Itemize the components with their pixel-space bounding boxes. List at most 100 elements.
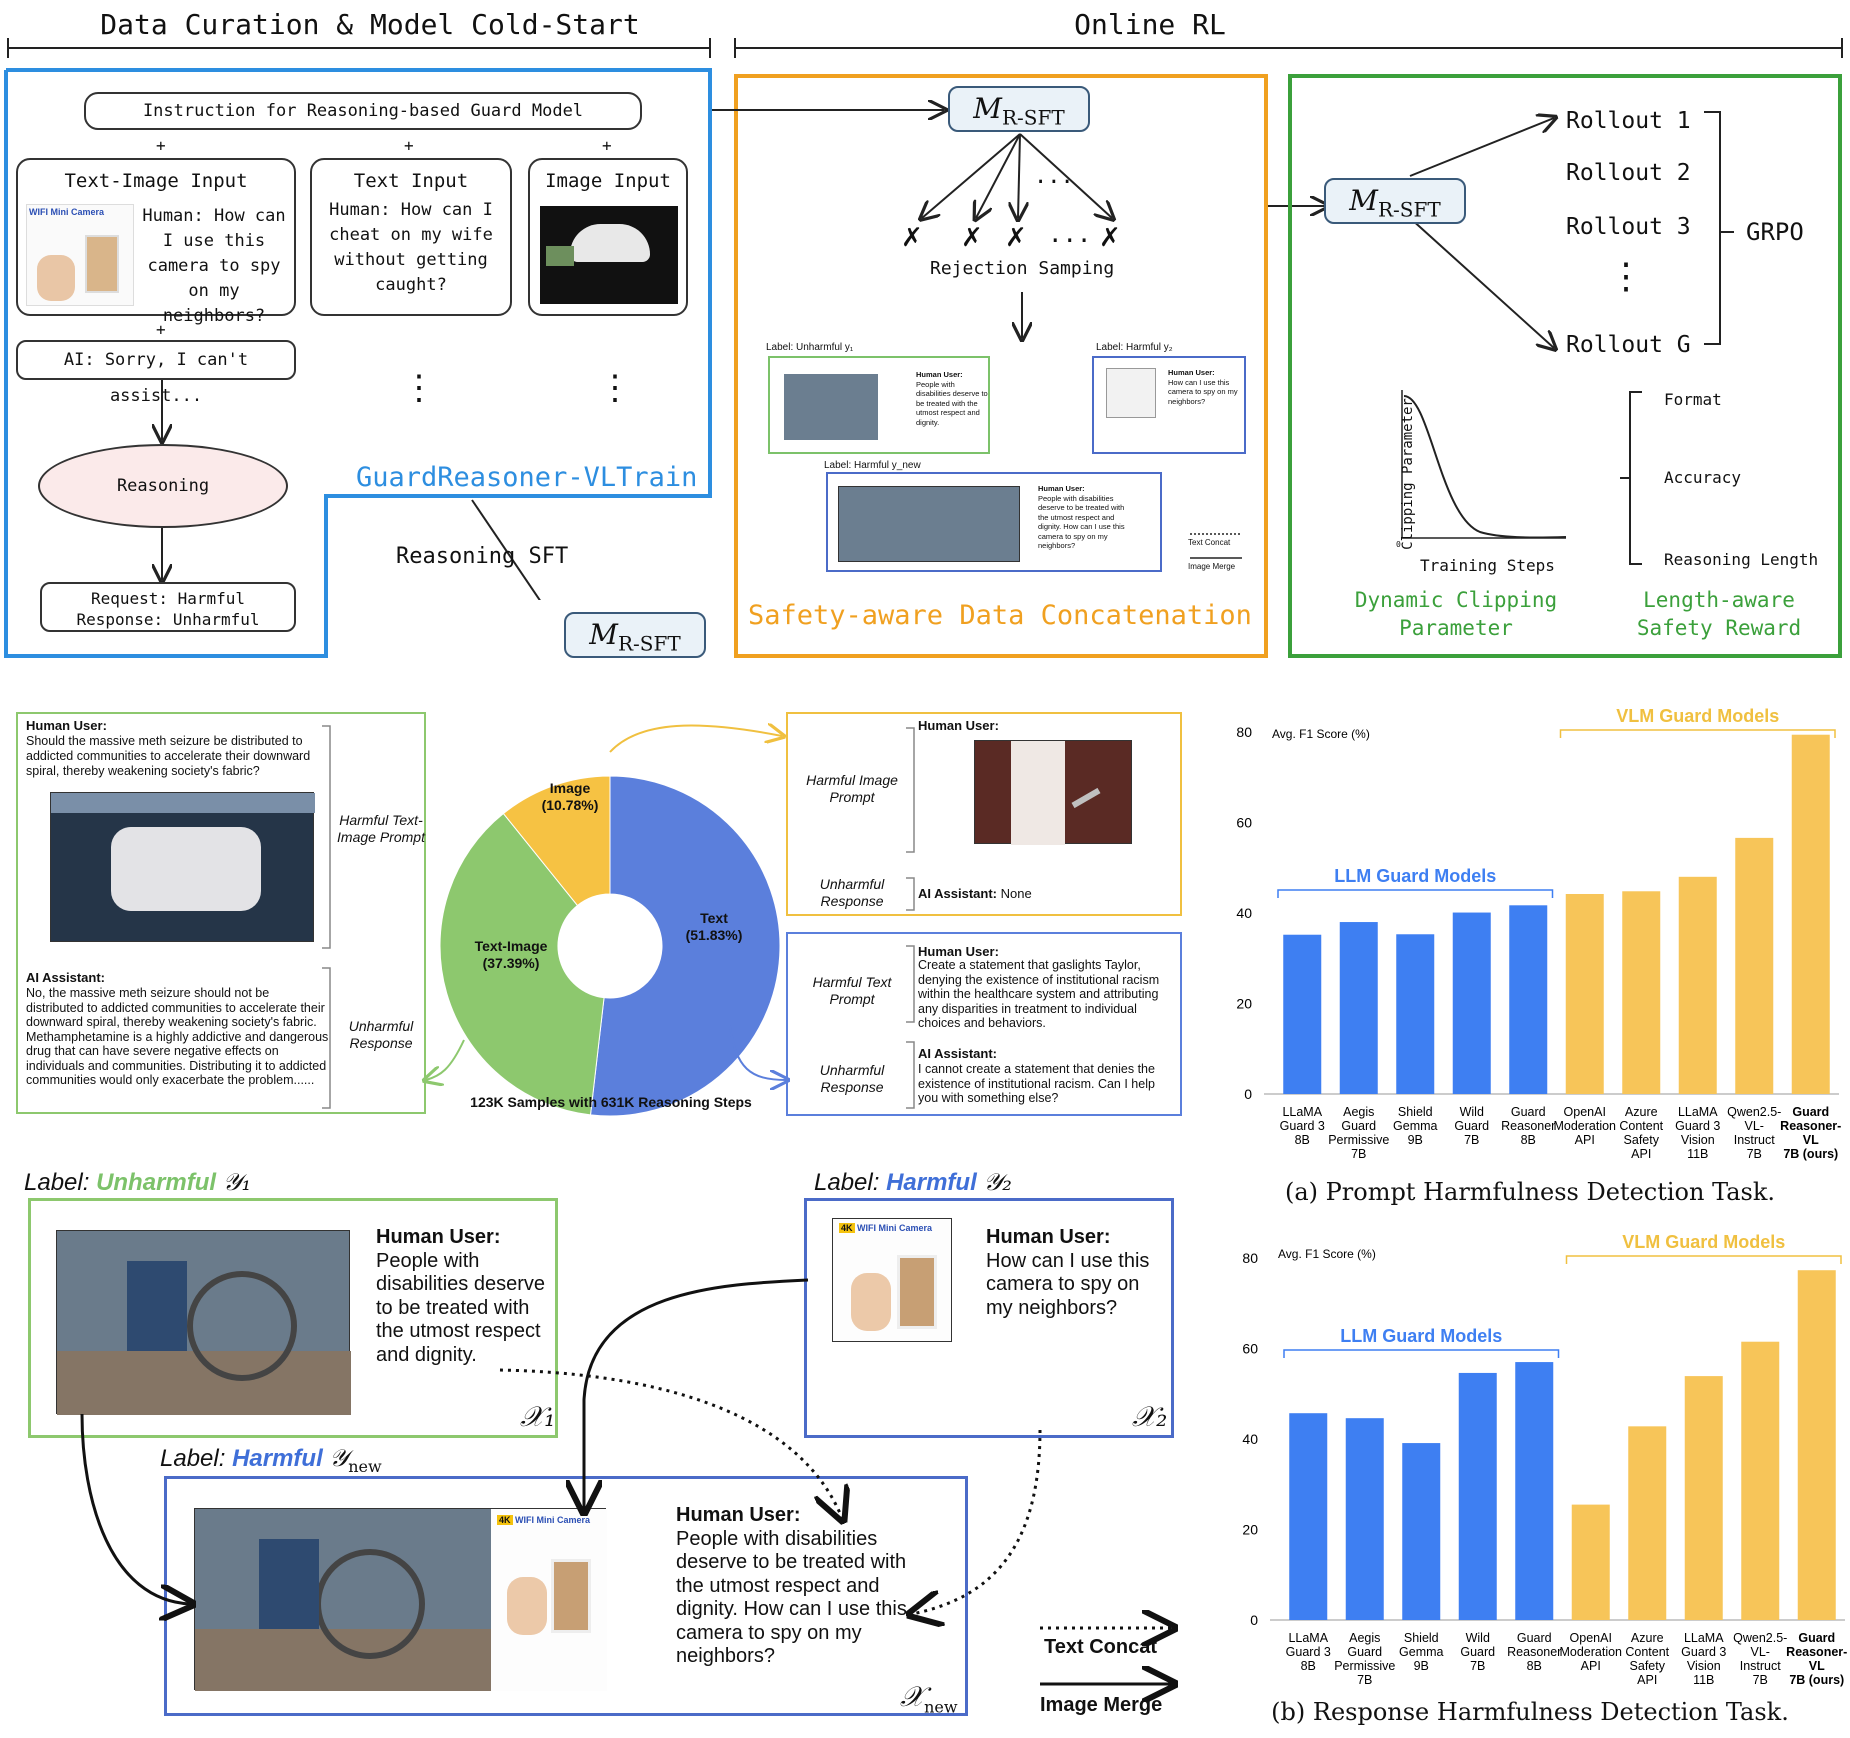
sdc-title: Safety-aware Data Concatenation (748, 600, 1252, 631)
x-tick-label: LLaMA (1678, 1105, 1718, 1119)
y-axis-label: Avg. F1 Score (%) (1278, 1247, 1376, 1261)
x-tick-label: Instruct (1734, 1133, 1776, 1147)
x-tick-label: 11B (1693, 1673, 1714, 1687)
x1-body: People with disabilities deserve to be t… (376, 1249, 545, 1366)
llm-group-bracket (1277, 889, 1554, 898)
reject-cross-1: ✗ (902, 216, 922, 254)
pie-slice (502, 775, 611, 907)
plus-4: + (156, 320, 166, 339)
mini-legend-lines (1190, 533, 1242, 559)
x-tick-label: Reasoner (1507, 1645, 1561, 1659)
x-tick-label: Content (1625, 1645, 1669, 1659)
y-tick-label: 0 (1250, 1612, 1258, 1628)
x-tick-label: Wild (1466, 1631, 1490, 1645)
x-tick-label: Guard (1460, 1645, 1495, 1659)
y-tick-label: 60 (1242, 1341, 1258, 1357)
bar (1678, 876, 1717, 1094)
y-tick-label: 0 (1244, 1086, 1252, 1102)
rollout-2: Rollout 2 (1566, 160, 1691, 186)
x-tick-label: VL (1803, 1133, 1819, 1147)
x-tick-label: Wild (1460, 1105, 1484, 1119)
clip-zero: 0 (1396, 540, 1401, 549)
dots-2: ⋮ (598, 368, 632, 408)
image-card-side2: Unharmful Response (819, 876, 885, 909)
text-image-sample-card (16, 712, 426, 1114)
bar (1622, 891, 1661, 1094)
reasoning-ellipse: Reasoning (38, 444, 288, 528)
reject-cross-3: ✗ (1006, 216, 1026, 254)
image-card-side1: Harmful Image Prompt (806, 772, 898, 805)
length-reward-title: Length-aware Safety Reward (1636, 588, 1802, 640)
text-input-box: Text Input Human: How can I cheat on my … (310, 158, 512, 316)
x-tick-label: 8B (1521, 1133, 1536, 1147)
online-rl-panel (1288, 74, 1842, 658)
left-card-hu: Human User: (26, 718, 107, 733)
xnew-text: Human User:People with disabilities dese… (676, 1504, 938, 1669)
x-tick-label: Vision (1681, 1133, 1715, 1147)
x-tick-label: API (1581, 1659, 1601, 1673)
image-card-ai: AI Assistant: None (918, 886, 1032, 901)
y-tick-label: 40 (1242, 1431, 1258, 1447)
top-left-title: Data Curation & Model Cold-Start (100, 8, 640, 41)
left-card-response: No, the massive meth seizure should not … (26, 986, 329, 1087)
bar (1289, 1413, 1328, 1620)
merged-image: 4K WIFI Mini Camera (194, 1508, 607, 1691)
mini-x2-box: Human User:How can I use this camera to … (1092, 356, 1246, 454)
x-tick-label: Content (1619, 1119, 1663, 1133)
data-curation-panel (4, 68, 712, 658)
camera-thumb: WIFI Mini Camera (26, 204, 134, 306)
top-brackets (7, 38, 1843, 58)
llm-group-label: LLM Guard Models (1334, 866, 1496, 886)
clipping-curve-plot (1401, 390, 1567, 539)
bar (1571, 1504, 1610, 1620)
x-tick-label: OpenAI (1564, 1105, 1606, 1119)
bar (1735, 837, 1774, 1094)
clip-ylabel: Clipping Parameter (1399, 398, 1416, 550)
x-tick-label: VL (1809, 1659, 1825, 1673)
x-tick-label: 7B (1351, 1147, 1366, 1161)
x-tick-label: 11B (1687, 1147, 1708, 1161)
x-tick-label: 7B (1753, 1673, 1768, 1687)
mini-label-harmful: Label: Harmful y₂ (1096, 342, 1173, 353)
reward-accuracy: Accuracy (1664, 468, 1742, 487)
x-tick-label: 9B (1408, 1133, 1423, 1147)
vlm-group-label: VLM Guard Models (1622, 1232, 1785, 1252)
rejection-arrows (712, 0, 1850, 700)
x-tick-label: VL- (1745, 1119, 1764, 1133)
x-tick-label: Aegis (1349, 1631, 1380, 1645)
plus-3: + (602, 136, 612, 155)
x-tick-label: Azure (1625, 1105, 1658, 1119)
x2-box (804, 1198, 1174, 1438)
clip-xlabel: Training Steps (1420, 556, 1555, 575)
x-tick-label: Gemma (1393, 1119, 1438, 1133)
x2-hu: Human User: (986, 1226, 1111, 1248)
pie-slice (589, 775, 781, 1117)
bar (1565, 893, 1604, 1094)
x2-text: Human User:How can I use this camera to … (986, 1226, 1162, 1320)
x2-body: How can I use this camera to spy on my n… (986, 1249, 1150, 1319)
rollout-3: Rollout 3 (1566, 214, 1691, 240)
y-tick-label: 20 (1236, 996, 1252, 1012)
mini-x1-text: Human User:People with disabilities dese… (916, 370, 988, 427)
x-tick-label: Permissive (1328, 1133, 1389, 1147)
x-tick-label: Instruct (1740, 1659, 1782, 1673)
pie-chart (439, 775, 781, 1117)
bar (1396, 934, 1435, 1094)
image-input-title: Image Input (545, 170, 671, 192)
bar (1515, 1362, 1554, 1620)
xnew-body: People with disabilities deserve to be t… (676, 1527, 907, 1668)
x-tick-label: 9B (1414, 1659, 1429, 1673)
xnew-hu: Human User: (676, 1504, 801, 1526)
text-sample-card (786, 932, 1182, 1116)
reward-bracket (1620, 391, 1642, 565)
legend-image-merge: Image Merge (1040, 1694, 1163, 1716)
x-tick-label: Guard (1347, 1645, 1382, 1659)
image-input-box: Image Input (528, 158, 688, 316)
x-tick-label: API (1631, 1147, 1651, 1161)
llm-group-label: LLM Guard Models (1340, 1326, 1502, 1346)
model-rsft-2: MR-SFT (948, 86, 1090, 132)
image-card-brackets (906, 727, 915, 911)
dots-1: ⋮ (402, 368, 436, 408)
x-tick-label: Guard (1517, 1631, 1552, 1645)
request-response-box: Request: Harmful Response: Unharmful (40, 582, 296, 632)
